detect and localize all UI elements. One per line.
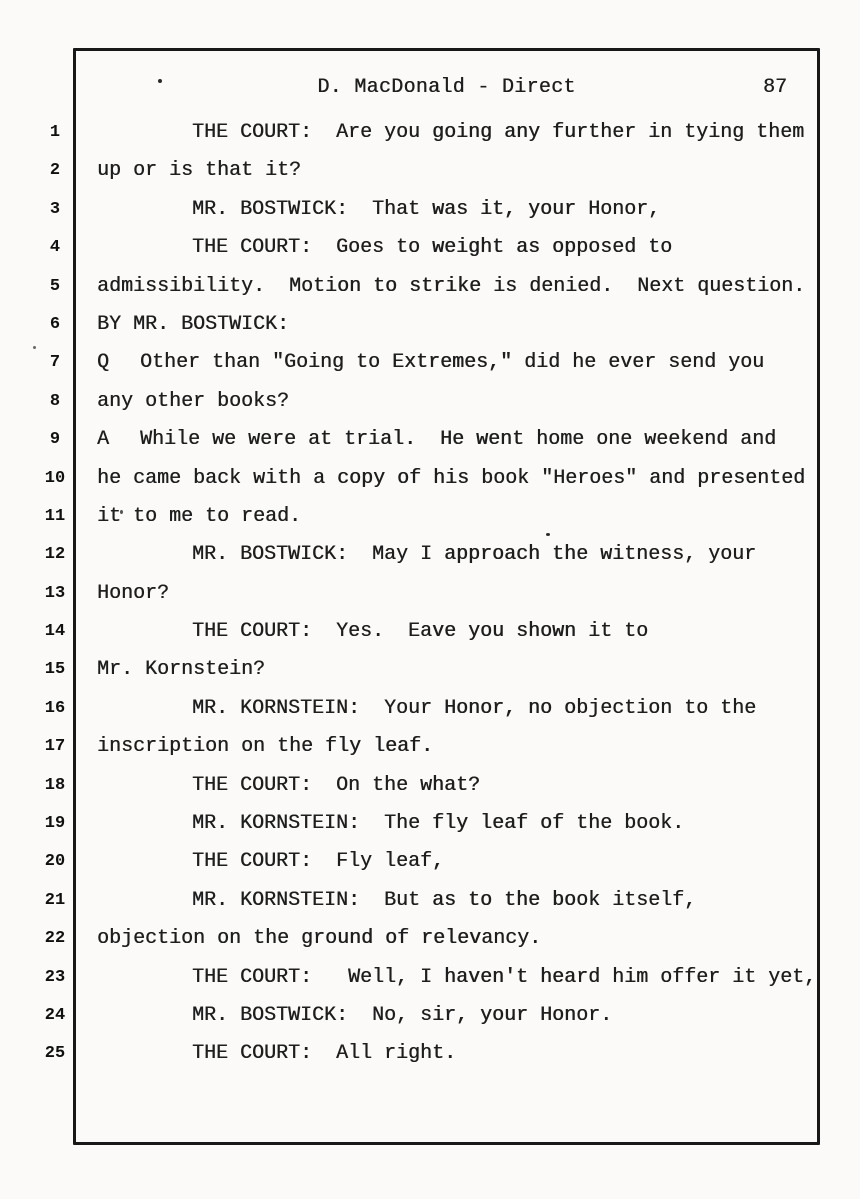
transcript-line: 15 Mr. Kornstein? (42, 651, 854, 689)
line-text: up or is that it? (97, 159, 302, 183)
transcript-line: 19 MR. KORNSTEIN: The fly leaf of the bo… (42, 805, 854, 843)
transcript-line: 5 admissibility. Motion to strike is den… (42, 268, 854, 306)
line-number: 21 (44, 890, 66, 910)
line-text: it to me to read. (97, 504, 302, 528)
page-border-frame (73, 48, 820, 1145)
transcript-line: 14 THE COURT: Yes. Eave you shown it to (42, 613, 854, 651)
transcript-line: 11 it to me to read. (42, 498, 854, 536)
line-number: 22 (44, 929, 66, 949)
line-text: Other than "Going to Extremes," did he e… (140, 351, 765, 375)
transcript-lines: 1 THE COURT: Are you going any further i… (42, 114, 854, 1074)
line-text: MR. KORNSTEIN: Your Honor, no objection … (192, 696, 757, 720)
transcript-line: 3 MR. BOSTWICK: That was it, your Honor, (42, 191, 854, 229)
line-number: 3 (49, 199, 61, 219)
line-text: MR. BOSTWICK: No, sir, your Honor. (192, 1003, 613, 1027)
transcript-line: 10 he came back with a copy of his book … (42, 460, 854, 498)
line-text: THE COURT: Yes. Eave you shown it to (192, 620, 649, 644)
line-text: inscription on the fly leaf. (97, 735, 434, 759)
transcript-line: 18 THE COURT: On the what? (42, 767, 854, 805)
line-number: 14 (44, 622, 66, 642)
line-text: THE COURT: All right. (192, 1042, 457, 1066)
line-text: MR. BOSTWICK: May I approach the witness… (192, 543, 757, 567)
page-title: D. MacDonald - Direct (317, 76, 576, 99)
transcript-line: 2 up or is that it? (42, 152, 854, 190)
transcript-line: 20 THE COURT: Fly leaf, (42, 843, 854, 881)
line-text: THE COURT: Are you going any further in … (192, 121, 805, 144)
line-number: 19 (44, 814, 66, 834)
line-number: 9 (49, 430, 61, 450)
line-number: 6 (49, 314, 61, 334)
transcript-line: 16 MR. KORNSTEIN: Your Honor, no objecti… (42, 690, 854, 728)
transcript-line: 12 MR. BOSTWICK: May I approach the witn… (42, 536, 854, 574)
qa-prefix: A (97, 428, 110, 452)
scan-speck (33, 346, 36, 349)
line-text: THE COURT: Goes to weight as opposed to (192, 236, 673, 260)
line-number: 7 (49, 353, 61, 373)
line-number: 17 (44, 737, 66, 757)
transcript-line: 13 Honor? (42, 575, 854, 613)
qa-prefix: Q (97, 351, 110, 375)
line-text: Honor? (97, 581, 170, 605)
transcript-line: 23 THE COURT: Well, I haven't heard him … (42, 959, 854, 997)
line-text: THE COURT: Fly leaf, (192, 850, 445, 874)
line-text: BY MR. BOSTWICK: (97, 312, 290, 336)
line-number: 1 (49, 123, 61, 142)
line-number: 15 (44, 660, 66, 680)
transcript-line: 4 THE COURT: Goes to weight as opposed t… (42, 229, 854, 267)
line-number: 13 (44, 583, 66, 603)
line-number: 10 (44, 468, 66, 488)
line-text: THE COURT: Well, I haven't heard him off… (192, 965, 817, 989)
line-text: admissibility. Motion to strike is denie… (97, 274, 806, 298)
transcript-line: 1 THE COURT: Are you going any further i… (42, 114, 854, 152)
transcript-line: 7 Q Other than "Going to Extremes," did … (42, 344, 854, 382)
line-text: any other books? (97, 389, 290, 413)
scan-speck (546, 533, 550, 536)
transcript-line: 21 MR. KORNSTEIN: But as to the book its… (42, 882, 854, 920)
line-number: 8 (49, 391, 61, 411)
line-number: 23 (44, 967, 66, 987)
transcript-line: 9 A While we were at trial. He went home… (42, 421, 854, 459)
page-number: 87 (763, 76, 788, 99)
line-text: While we were at trial. He went home one… (140, 428, 777, 452)
line-text: he came back with a copy of his book "He… (97, 466, 806, 490)
line-number: 25 (44, 1044, 66, 1064)
line-number: 11 (44, 506, 66, 526)
line-number: 24 (44, 1005, 66, 1025)
line-text: Mr. Kornstein? (97, 658, 266, 682)
transcript-line: 8 any other books? (42, 383, 854, 421)
line-number: 16 (44, 698, 66, 718)
line-text: MR. BOSTWICK: That was it, your Honor, (192, 197, 661, 221)
line-text: THE COURT: On the what? (192, 773, 481, 797)
line-text: MR. KORNSTEIN: But as to the book itself… (192, 888, 697, 912)
transcript-line: 6 BY MR. BOSTWICK: (42, 306, 854, 344)
line-number: 18 (44, 775, 66, 795)
transcript-line: 25 THE COURT: All right. (42, 1035, 854, 1073)
line-text: MR. KORNSTEIN: The fly leaf of the book. (192, 812, 685, 836)
line-text: objection on the ground of relevancy. (97, 927, 542, 951)
scan-speck (158, 79, 162, 83)
line-number: 4 (49, 238, 61, 258)
line-number: 20 (44, 852, 66, 872)
transcript-line: 24 MR. BOSTWICK: No, sir, your Honor. (42, 997, 854, 1035)
transcript-line: 17 inscription on the fly leaf. (42, 728, 854, 766)
line-number: 5 (49, 276, 61, 296)
line-number: 2 (49, 161, 61, 181)
line-number: 12 (44, 545, 66, 565)
transcript-line: 22 objection on the ground of relevancy. (42, 920, 854, 958)
scan-speck (120, 510, 123, 514)
